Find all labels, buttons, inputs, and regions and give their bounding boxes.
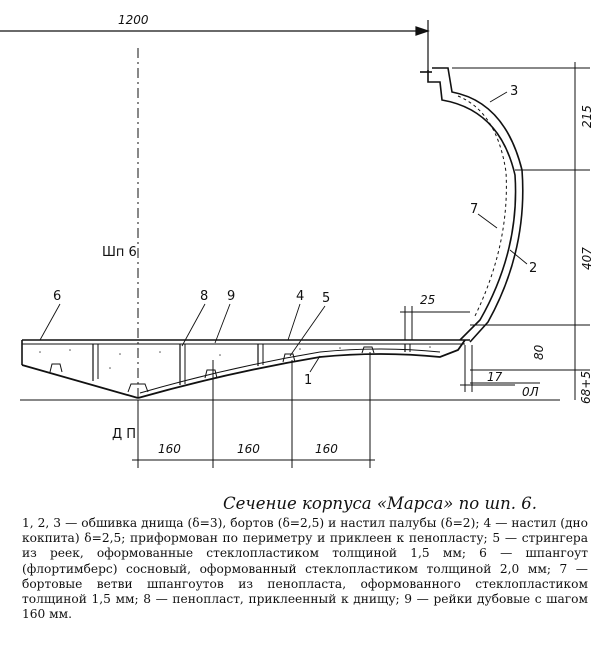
dimension-1200	[0, 20, 430, 72]
callout-5: 5	[322, 291, 330, 306]
callout-1: 1	[304, 373, 312, 388]
figure-legend: 1, 2, 3 — обшивка днища (δ=3), бортов (δ…	[22, 516, 588, 622]
dim-160b-label: 160	[237, 442, 260, 456]
figure-caption: Сечение корпуса «Марса» по шп. 6.	[223, 494, 537, 513]
dim-25-label: 25	[420, 293, 435, 307]
right-dimensions	[452, 62, 590, 400]
floor-structure	[21, 339, 470, 399]
dim-215-label: 215	[580, 105, 594, 128]
dim-01-label: 0Л	[522, 385, 539, 399]
dim-407-label: 407	[580, 247, 594, 270]
dim-160c-label: 160	[315, 442, 338, 456]
dim-160a-label: 160	[158, 442, 181, 456]
callout-9: 9	[227, 289, 235, 304]
callout-leaders	[39, 91, 528, 373]
small-dimensions	[400, 306, 515, 392]
callout-7: 7	[470, 202, 478, 217]
callout-6: 6	[53, 289, 61, 304]
bottom-dimensions	[132, 352, 375, 468]
callout-3: 3	[510, 84, 518, 99]
dim-80-label: 80	[532, 344, 546, 360]
callout-4: 4	[296, 289, 304, 304]
foam-fill	[39, 346, 431, 369]
dim-17-label: 17	[487, 370, 503, 384]
dim-1200-label: 1200	[118, 13, 149, 27]
callout-2: 2	[529, 261, 537, 276]
dim-68-label: 68+5	[579, 371, 593, 404]
side-frame-branch	[457, 95, 507, 319]
callout-8: 8	[200, 289, 208, 304]
dp-label: Д П	[112, 427, 136, 442]
hull-section-drawing: 1200 Шп 6 Д П	[0, 13, 594, 468]
frame-label: Шп 6	[102, 245, 137, 260]
